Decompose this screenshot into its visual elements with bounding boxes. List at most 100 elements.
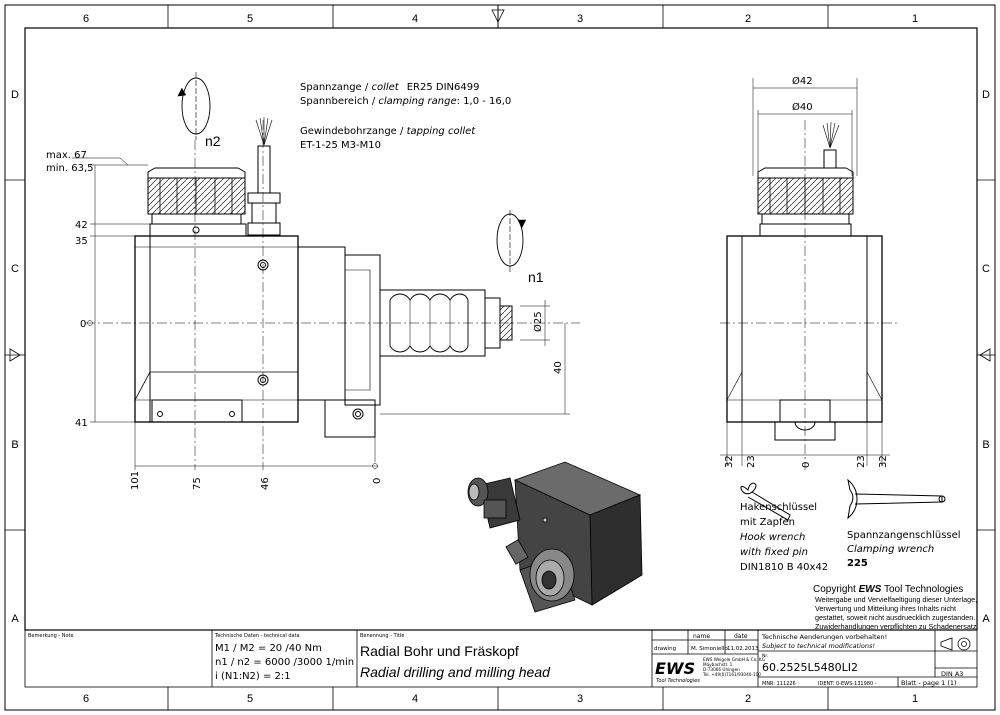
dim-v40: 40 xyxy=(553,361,564,374)
svg-text:Gewindebohrzange / tapping col: Gewindebohrzange / tapping collet xyxy=(300,126,476,137)
n2-label: n2 xyxy=(205,133,221,149)
svg-text:n1 / n2 = 6000 /3000 1/min: n1 / n2 = 6000 /3000 1/min xyxy=(215,657,354,668)
svg-text:DIN1810 B 40x42: DIN1810 B 40x42 xyxy=(740,562,828,573)
col-label: 5 xyxy=(247,13,253,25)
title-block-texts: Bemerkung - Note Technische Daten - tech… xyxy=(28,633,963,687)
dim-0: 0 xyxy=(80,319,86,330)
row-label: C xyxy=(982,263,990,275)
dim-75: 75 xyxy=(192,477,203,490)
dim-101: 101 xyxy=(130,471,141,490)
svg-text:gestattet, soweit nicht ausdru: gestattet, soweit nicht ausdruecklich zu… xyxy=(815,613,975,622)
clamping-wrench-icon xyxy=(847,478,946,520)
svg-text:Copyright EWS Tool Technologie: Copyright EWS Tool Technologies xyxy=(813,584,963,595)
n1-label: n1 xyxy=(528,269,544,285)
grid-labels: 6 5 4 3 2 1 6 5 4 3 2 1 D C B A D C B A xyxy=(11,13,990,705)
col-label: 5 xyxy=(247,693,253,705)
dim-min: min. 63,5 xyxy=(46,163,93,174)
svg-text:Maybachstr. 1: Maybachstr. 1 xyxy=(703,662,733,667)
svg-text:225: 225 xyxy=(847,558,868,569)
svg-text:Spannbereich / clamping range:: Spannbereich / clamping range: 1,0 - 16,… xyxy=(300,96,511,107)
svg-text:IDENT: 0-EWS-131980 -: IDENT: 0-EWS-131980 - xyxy=(818,681,877,687)
title-block xyxy=(24,629,978,688)
svg-text:M. Simoniello: M. Simoniello xyxy=(691,646,728,652)
svg-text:Clamping wrench: Clamping wrench xyxy=(847,544,934,555)
front-dim-texts: max. 67 min. 63,5 42 35 0 41 101 75 46 0… xyxy=(46,150,564,490)
dim-46: 46 xyxy=(260,477,271,490)
svg-text:DIN A3: DIN A3 xyxy=(941,670,963,678)
col-label: 3 xyxy=(577,13,583,25)
col-label: 2 xyxy=(745,693,751,705)
dim-r0: 0 xyxy=(801,462,812,468)
ews-logo: EWS xyxy=(655,659,695,678)
svg-text:Hook wrench: Hook wrench xyxy=(740,532,805,543)
part-number: 60.2525L5480LI2 xyxy=(762,661,858,674)
row-label: A xyxy=(11,613,19,625)
svg-text:Weitergabe und Vervielfaeltigu: Weitergabe und Vervielfaeltigung dieser … xyxy=(815,595,977,604)
svg-text:mit Zapfen: mit Zapfen xyxy=(740,517,795,528)
svg-text:Spannzangenschlüssel: Spannzangenschlüssel xyxy=(847,530,961,541)
svg-text:Technische Aenderungen vorbeha: Technische Aenderungen vorbehalten! xyxy=(761,633,887,641)
col-label: 6 xyxy=(83,693,89,705)
svg-text:Tool Technologies: Tool Technologies xyxy=(656,678,700,684)
dim-r32a: 32 xyxy=(724,455,735,468)
svg-text:Tel. +49(0)7161/93040-100: Tel. +49(0)7161/93040-100 xyxy=(702,672,761,677)
row-label: B xyxy=(982,439,989,451)
col-label: 4 xyxy=(412,693,418,705)
svg-text:i (N1:N2) = 2:1: i (N1:N2) = 2:1 xyxy=(215,671,291,682)
svg-text:11.02.2013: 11.02.2013 xyxy=(727,646,759,652)
dim-42: 42 xyxy=(75,220,88,231)
svg-text:Technische Daten - technical d: Technische Daten - technical data xyxy=(214,633,300,639)
copyright-block: Copyright EWS Tool Technologies Weiterga… xyxy=(813,584,978,631)
svg-text:Zuwiderhandlungen verpflichten: Zuwiderhandlungen verpflichten zu Schade… xyxy=(815,622,978,631)
col-label: 2 xyxy=(745,13,751,25)
svg-text:name: name xyxy=(693,633,710,640)
title-en: Radial drilling and milling head xyxy=(360,664,551,680)
svg-text:EWS Weigele GmbH & Co. KG: EWS Weigele GmbH & Co. KG xyxy=(703,657,765,662)
side-view xyxy=(720,120,900,470)
dim-d42: Ø42 xyxy=(792,75,813,87)
row-label: C xyxy=(11,263,19,275)
front-dimensions xyxy=(72,157,570,470)
row-label: A xyxy=(982,613,990,625)
svg-text:Blatt - page 1 (1): Blatt - page 1 (1) xyxy=(901,679,957,687)
front-view: n2 xyxy=(85,72,580,470)
side-dimensions xyxy=(720,78,890,466)
svg-text:drawing: drawing xyxy=(654,646,676,652)
wrench-texts: Hakenschlüssel mit Zapfen Hook wrench wi… xyxy=(740,502,961,573)
svg-text:Hakenschlüssel: Hakenschlüssel xyxy=(740,502,817,513)
svg-text:Benennung - Title: Benennung - Title xyxy=(360,633,404,639)
svg-text:Nr.: Nr. xyxy=(762,653,768,659)
svg-text:date: date xyxy=(734,633,748,640)
svg-text:Bemerkung - Note: Bemerkung - Note xyxy=(28,633,74,639)
row-label: B xyxy=(11,439,18,451)
svg-text:with fixed pin: with fixed pin xyxy=(740,547,808,558)
svg-text:M1 / M2 = 20 /40 Nm: M1 / M2 = 20 /40 Nm xyxy=(215,643,322,654)
col-label: 4 xyxy=(412,13,418,25)
row-label: D xyxy=(11,89,19,101)
isometric-view-image xyxy=(467,461,643,613)
svg-text:MNR: 111226: MNR: 111226 xyxy=(762,681,796,687)
dim-r23b: 23 xyxy=(856,455,867,468)
dim-d40: Ø40 xyxy=(792,101,813,113)
col-label: 1 xyxy=(912,693,918,705)
svg-text:Subject to technical modificat: Subject to technical modifications! xyxy=(762,642,875,650)
dim-x0: 0 xyxy=(372,478,383,484)
dim-r32b: 32 xyxy=(878,455,889,468)
title-de: Radial Bohr und Fräskopf xyxy=(360,643,519,659)
dim-41: 41 xyxy=(75,418,88,429)
col-label: 3 xyxy=(577,693,583,705)
svg-text:Verwertung und Mitteilung ihre: Verwertung und Mitteilung ihres Inhalts … xyxy=(815,604,956,613)
svg-text:ET-1-25 M3-M10: ET-1-25 M3-M10 xyxy=(300,140,381,151)
dim-d25: Ø25 xyxy=(532,311,544,332)
col-label: 6 xyxy=(83,13,89,25)
dim-35: 35 xyxy=(75,236,88,247)
svg-text:D-73066 Uhingen: D-73066 Uhingen xyxy=(703,667,740,672)
hook-wrench-icon xyxy=(740,482,791,521)
dim-r23a: 23 xyxy=(746,455,757,468)
side-dim-texts: Ø42 Ø40 32 23 0 23 32 xyxy=(724,75,889,468)
col-label: 1 xyxy=(912,13,918,25)
dim-max: max. 67 xyxy=(46,150,87,161)
